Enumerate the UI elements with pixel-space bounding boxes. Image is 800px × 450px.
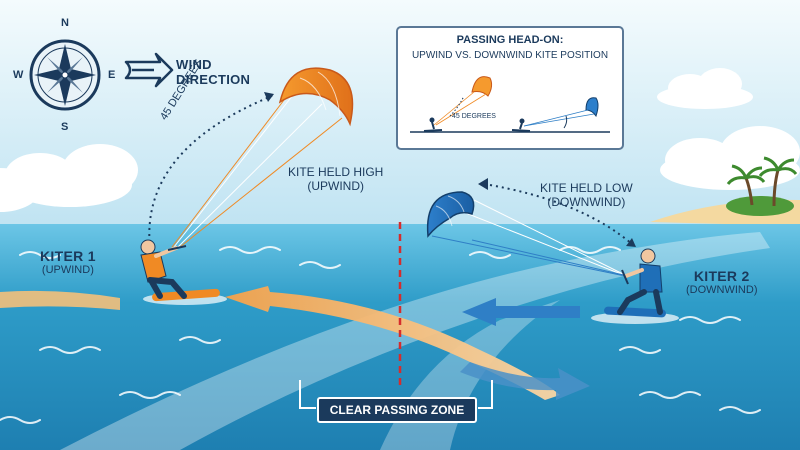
- kite1-orange-icon: [278, 67, 354, 127]
- inset-blue-kite-icon: [585, 97, 599, 118]
- kite2-label-line2: (DOWNWIND): [547, 194, 626, 209]
- kite1-lines: [171, 85, 343, 248]
- compass-east-label: E: [108, 69, 116, 81]
- path-swoosh-back: [60, 232, 770, 450]
- inset-low-angle-mark: [563, 115, 568, 129]
- wind-label-line2: DIRECTION: [176, 71, 251, 87]
- compass-north-label: N: [61, 17, 69, 29]
- wind-direction-label: WIND DIRECTION: [176, 57, 251, 88]
- waves: [0, 246, 761, 424]
- kite2-label-line1: KITE HELD LOW: [540, 181, 633, 195]
- inset-angle-arc: [449, 95, 465, 117]
- compass-icon: [29, 39, 101, 111]
- inset-orange-kite-icon: [471, 76, 493, 97]
- kiter1-label: KITER 1 (UPWIND): [40, 248, 96, 277]
- kiter2-label: KITER 2 (DOWNWIND): [686, 268, 757, 297]
- inset-angle-label: 45 DEGREES: [452, 113, 496, 120]
- kite2-angle-arc-arrowhead-bottom: [626, 238, 636, 247]
- kiter2-path-tail-arrow: [460, 362, 590, 400]
- kite1-label: KITE HELD HIGH (UPWIND): [288, 165, 384, 194]
- inset-diagram: [410, 76, 610, 133]
- sandbar: [0, 290, 120, 310]
- kiter2-name: KITER 2: [693, 268, 750, 284]
- inset-kiter1-icon: [423, 117, 443, 132]
- inset-subtitle: UPWIND vs. DOWNWIND KITE POSITION: [411, 50, 609, 61]
- inset-title: PASSING HEAD-ON:: [456, 34, 564, 46]
- clear-passing-zone-label: CLEAR PASSING ZONE: [317, 397, 477, 423]
- kiter2-role: (DOWNWIND): [686, 284, 758, 297]
- kiter1-role: (UPWIND): [41, 264, 94, 277]
- cloud-left-icon: [0, 144, 138, 212]
- kite2-angle-arc: [483, 183, 633, 245]
- compass-south-label: S: [61, 121, 69, 133]
- compass-west-label: W: [13, 69, 24, 81]
- kite1-angle-arc-arrowhead: [264, 92, 274, 102]
- island-icon: [650, 156, 800, 226]
- kite2-angle-arc-arrowhead-top: [478, 178, 488, 190]
- kite2-blue-icon: [426, 191, 475, 238]
- kite2-lines: [431, 199, 629, 277]
- kiter2-icon: [591, 248, 679, 324]
- kiter1-name: KITER 1: [40, 248, 96, 264]
- kite1-label-line1: KITE HELD HIGH: [288, 165, 384, 179]
- cloud-top-right-icon: [657, 68, 753, 109]
- wind-label-line1: WIND: [176, 57, 212, 72]
- kiter2-direction-arrow: [462, 298, 580, 326]
- kite2-label: KITE HELD LOW (DOWNWIND): [540, 181, 633, 210]
- inset-kiter2-icon: [511, 118, 531, 132]
- inset-panel: PASSING HEAD-ON: UPWIND vs. DOWNWIND KIT…: [396, 26, 624, 150]
- kite1-label-line2: (UPWIND): [307, 178, 364, 193]
- wind-arrow-icon: [124, 52, 174, 88]
- kiter1-icon: [140, 239, 227, 305]
- zone-bracket: [299, 380, 493, 409]
